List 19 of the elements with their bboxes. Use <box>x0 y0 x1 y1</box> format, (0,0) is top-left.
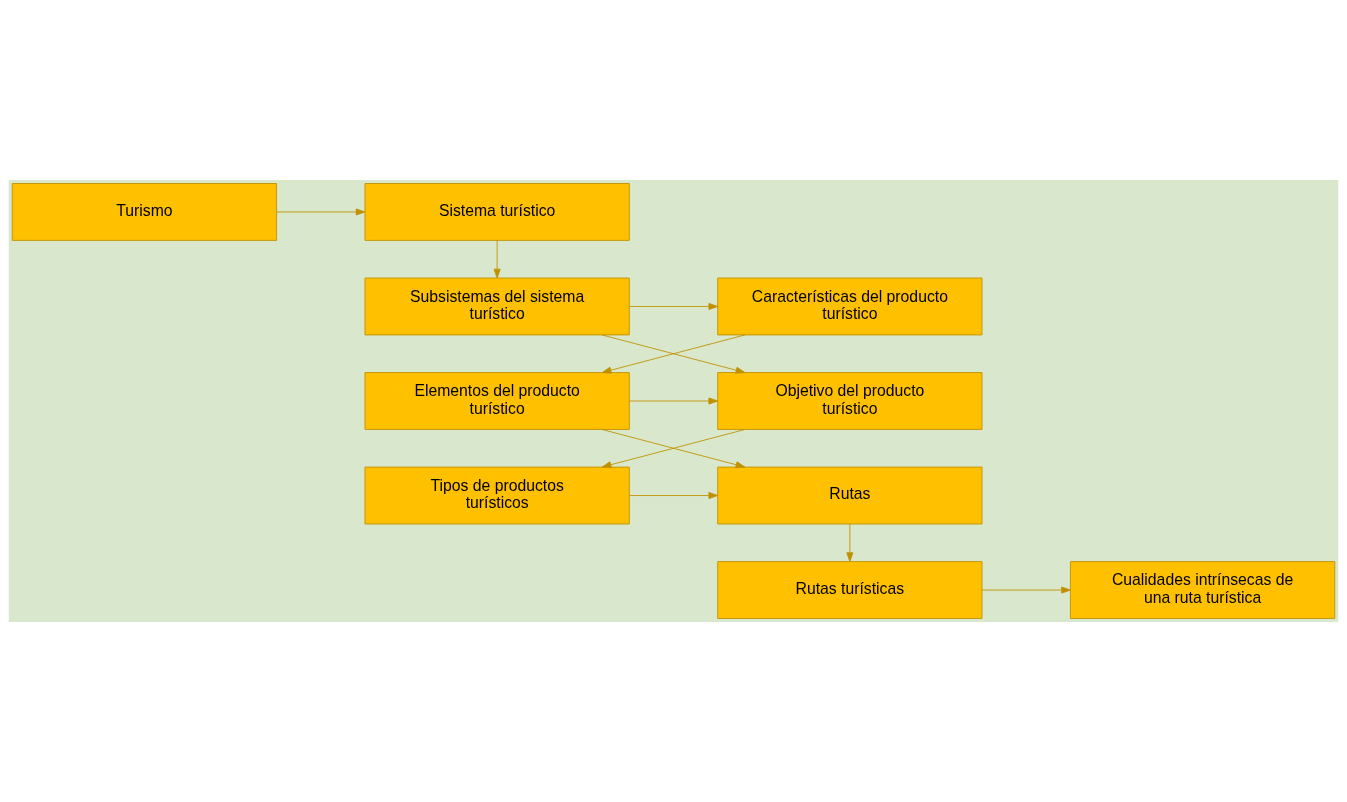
arrow <box>981 586 1071 594</box>
node-box: Elementos del producto turístico <box>364 372 630 430</box>
arrow <box>601 334 746 374</box>
node-box: Objetivo del producto turístico <box>717 372 983 430</box>
node-box: Turismo <box>11 183 277 241</box>
node-box: Rutas <box>717 466 983 525</box>
node-box: Cualidades intrínsecas de una ruta turística <box>1070 561 1336 619</box>
arrow <box>628 397 719 405</box>
node-box: Rutas turísticas <box>717 561 983 619</box>
node-box: Subsistemas del sistema turístico <box>364 277 630 336</box>
arrow <box>493 239 501 279</box>
node-box: Tipos de productos turísticos <box>364 466 630 525</box>
node-box: Características del producto turístico <box>717 277 983 336</box>
arrow <box>628 302 719 310</box>
arrow <box>601 429 746 469</box>
arrow <box>846 523 854 562</box>
arrow <box>276 208 366 216</box>
arrow <box>628 492 719 500</box>
node-box: Sistema turístico <box>364 183 630 241</box>
